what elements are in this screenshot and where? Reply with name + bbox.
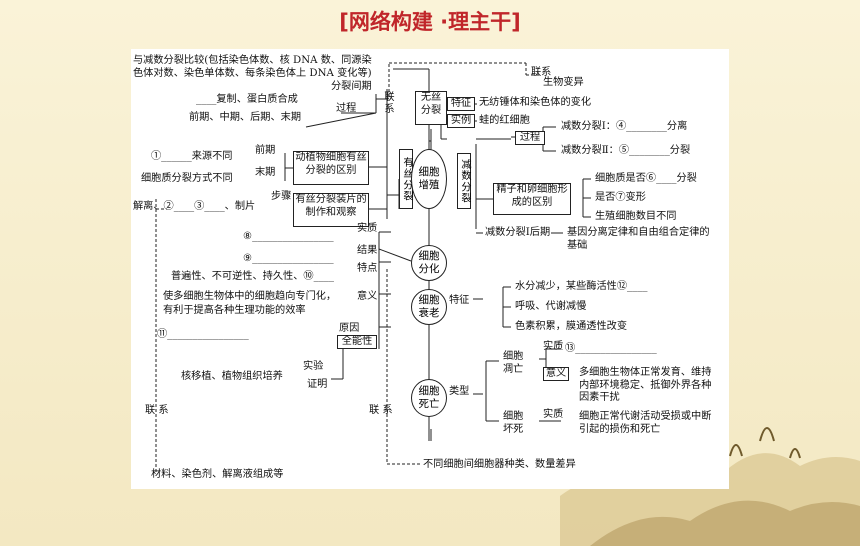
traits-text: 普遍性、不可逆性、持久性、⑩____ bbox=[171, 271, 334, 282]
division-diff-text: 细胞质分裂方式不同 bbox=[141, 173, 233, 184]
apoptosis-text: 细胞凋亡 bbox=[503, 351, 524, 375]
sig-text2: 有利于提高各种生理功能的效率 bbox=[163, 305, 306, 316]
blank13-text: ⑬________________ bbox=[565, 343, 657, 354]
aging2-text: 呼吸、代谢减慢 bbox=[515, 301, 587, 312]
page-title: [网络构建 ·理主干] bbox=[339, 10, 521, 34]
process2-box: 过程 bbox=[515, 131, 545, 145]
slide-box: 有丝分裂装片的制作和观察 bbox=[293, 193, 369, 227]
essence3-label: 实质 bbox=[543, 409, 564, 420]
necrosis-text: 细胞坏死 bbox=[503, 411, 524, 435]
aging1-text: 水分减少，某些酶活性⑫____ bbox=[515, 281, 648, 292]
experiment-label: 实验 bbox=[303, 361, 324, 372]
blank1-text: ①______来源不同 bbox=[151, 151, 233, 162]
prophase-label: 前期 bbox=[255, 145, 276, 156]
meiosis-compare-text: 与减数分裂比较(包括染色体数、核 DNA 数、同源染色体对数、染色单体数、每条染… bbox=[133, 55, 372, 79]
materials-text: 材料、染色剂、解离液组成等 bbox=[151, 469, 284, 480]
process-label: 过程 bbox=[336, 103, 357, 114]
meiosis-box: 减数分裂 bbox=[457, 153, 471, 209]
telophase-label: 末期 bbox=[255, 167, 276, 178]
gamete-box: 精子和卵细胞形成的区别 bbox=[493, 183, 571, 215]
gamete-num-text: 生殖细胞数目不同 bbox=[595, 211, 677, 222]
connect-top-label: 联系 bbox=[531, 67, 552, 78]
meiosis1-text: 减数分裂Ⅰ：④________分离 bbox=[561, 121, 688, 132]
example-box: 实例 bbox=[447, 114, 475, 128]
diff-cells-text: 不同细胞间细胞器种类、数量差异 bbox=[423, 459, 576, 470]
totipotency-box: 全能性 bbox=[337, 335, 377, 349]
apoptosis-meaning-text: 多细胞生物体正常发育、维持内部环境稳定、抵御外界各种因素干扰 bbox=[579, 367, 712, 403]
amitosis-box: 无丝分裂 bbox=[415, 91, 447, 125]
essence2-label: 实质 bbox=[543, 341, 564, 352]
feature2-label: 特征 bbox=[449, 295, 470, 306]
blank8-text: ⑧________________ bbox=[243, 231, 334, 242]
cytoplasm-text: 细胞质是否⑥____分裂 bbox=[595, 173, 697, 184]
phases-text: 前期、中期、后期、末期 bbox=[189, 112, 302, 123]
meiosis2-text: 减数分裂Ⅱ：⑤________分裂 bbox=[561, 145, 691, 156]
sig-text1: 使多细胞生物体中的细胞趋向专门化， bbox=[163, 291, 337, 302]
concept-map: 与减数分裂比较(包括染色体数、核 DNA 数、同源染色体对数、染色单体数、每条染… bbox=[131, 49, 729, 489]
feature-box: 特征 bbox=[447, 97, 475, 111]
variation-text: 生物变异 bbox=[543, 77, 584, 88]
type-label: 类型 bbox=[449, 386, 470, 397]
aging-node: 细胞衰老 bbox=[411, 289, 447, 325]
dup-text: ____复制、蛋白质合成 bbox=[196, 94, 298, 105]
death-node: 细胞死亡 bbox=[411, 379, 447, 417]
significance-label: 意义 bbox=[357, 291, 378, 302]
connect-left-label: 联 系 bbox=[145, 405, 169, 416]
amitosis-feature-text: 无纺锤体和染色体的变化 bbox=[479, 97, 592, 108]
landscape-decoration bbox=[560, 427, 860, 546]
plant-animal-box: 动植物细胞有丝分裂的区别 bbox=[293, 151, 369, 185]
differentiation-node: 细胞分化 bbox=[411, 245, 447, 281]
blank11-text: ⑪________________ bbox=[157, 329, 249, 340]
aging3-text: 色素积累，膜通透性改变 bbox=[515, 321, 628, 332]
steps-label: 步骤 bbox=[271, 191, 292, 202]
slide-steps-text: 解离、②____③____、制片 bbox=[133, 201, 256, 212]
proof-label: 证明 bbox=[307, 379, 328, 390]
traits-label: 特点 bbox=[357, 263, 378, 274]
connect-mitosis-label: 联系 bbox=[382, 91, 393, 116]
nuclear-text: 核移植、植物组织培养 bbox=[181, 371, 283, 382]
meiosis1-later-text: 减数分裂Ⅰ后期 bbox=[485, 227, 551, 238]
connect-mid-label: 联 系 bbox=[369, 405, 393, 416]
law-text: 基因分离定律和自由组合定律的基础 bbox=[567, 227, 710, 251]
necrosis-text-desc: 细胞正常代谢活动受损或中断引起的损伤和死亡 bbox=[579, 411, 712, 435]
blank9-text: ⑨________________ bbox=[243, 253, 334, 264]
meaning-box: 意义 bbox=[543, 367, 569, 381]
proliferation-node: 细胞增殖 bbox=[411, 149, 447, 209]
reason-label: 原因 bbox=[339, 323, 360, 334]
essence-label: 实质 bbox=[357, 223, 378, 234]
interphase-label: 分裂间期 bbox=[331, 81, 372, 92]
frog-text: 蛙的红细胞 bbox=[479, 115, 530, 126]
result-label: 结果 bbox=[357, 245, 378, 256]
deform-text: 是否⑦变形 bbox=[595, 192, 646, 203]
